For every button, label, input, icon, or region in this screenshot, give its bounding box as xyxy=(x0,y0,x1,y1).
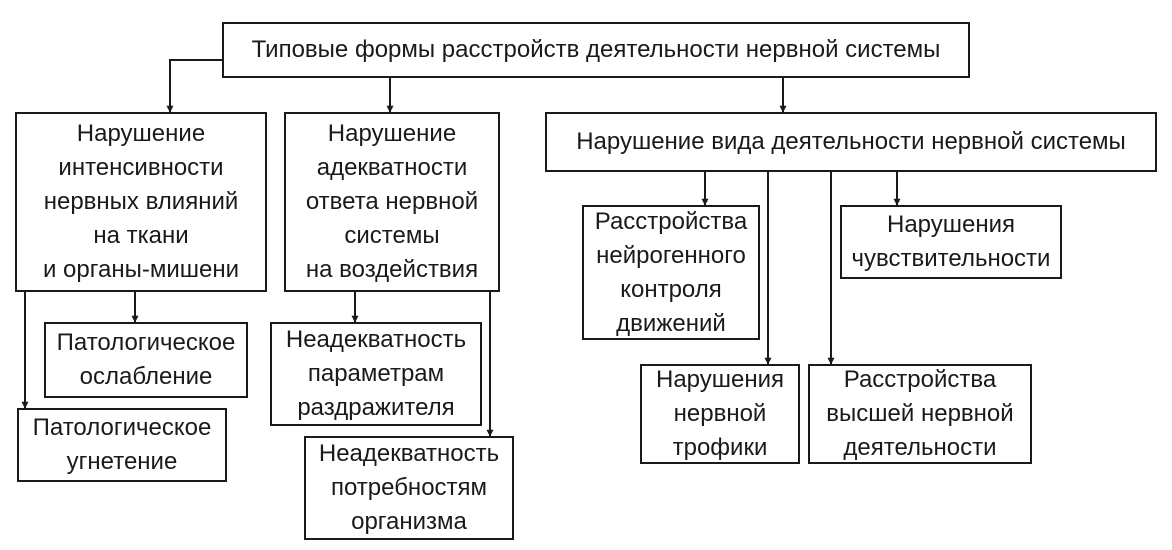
node-intensity-disorder: Нарушение интенсивности нервных влияний … xyxy=(15,112,267,292)
node-trophic-disorder: Нарушения нервной трофики xyxy=(640,364,800,464)
node-activity-type-disorder: Нарушение вида деятельности нервной сист… xyxy=(545,112,1157,172)
node-sensitivity-disorder: Нарушения чувствительности xyxy=(840,205,1062,279)
arrow-root-to-intensity xyxy=(166,59,222,113)
node-higher-nervous-activity-disorder: Расстройства высшей нервной деятельности xyxy=(808,364,1032,464)
root-node: Типовые формы расстройств деятельности н… xyxy=(222,22,970,78)
node-adequacy-disorder: Нарушение адекватности ответа нервной си… xyxy=(284,112,500,292)
node-pathological-weakening: Патологическое ослабление xyxy=(44,322,248,398)
node-inadequacy-stimulus: Неадекватность параметрам раздражителя xyxy=(270,322,482,426)
node-pathological-inhibition: Патологическое угнетение xyxy=(17,408,227,482)
node-motor-control-disorder: Расстройства нейрогенного контроля движе… xyxy=(582,205,760,340)
node-inadequacy-needs: Неадекватность потребностям организма xyxy=(304,436,514,540)
